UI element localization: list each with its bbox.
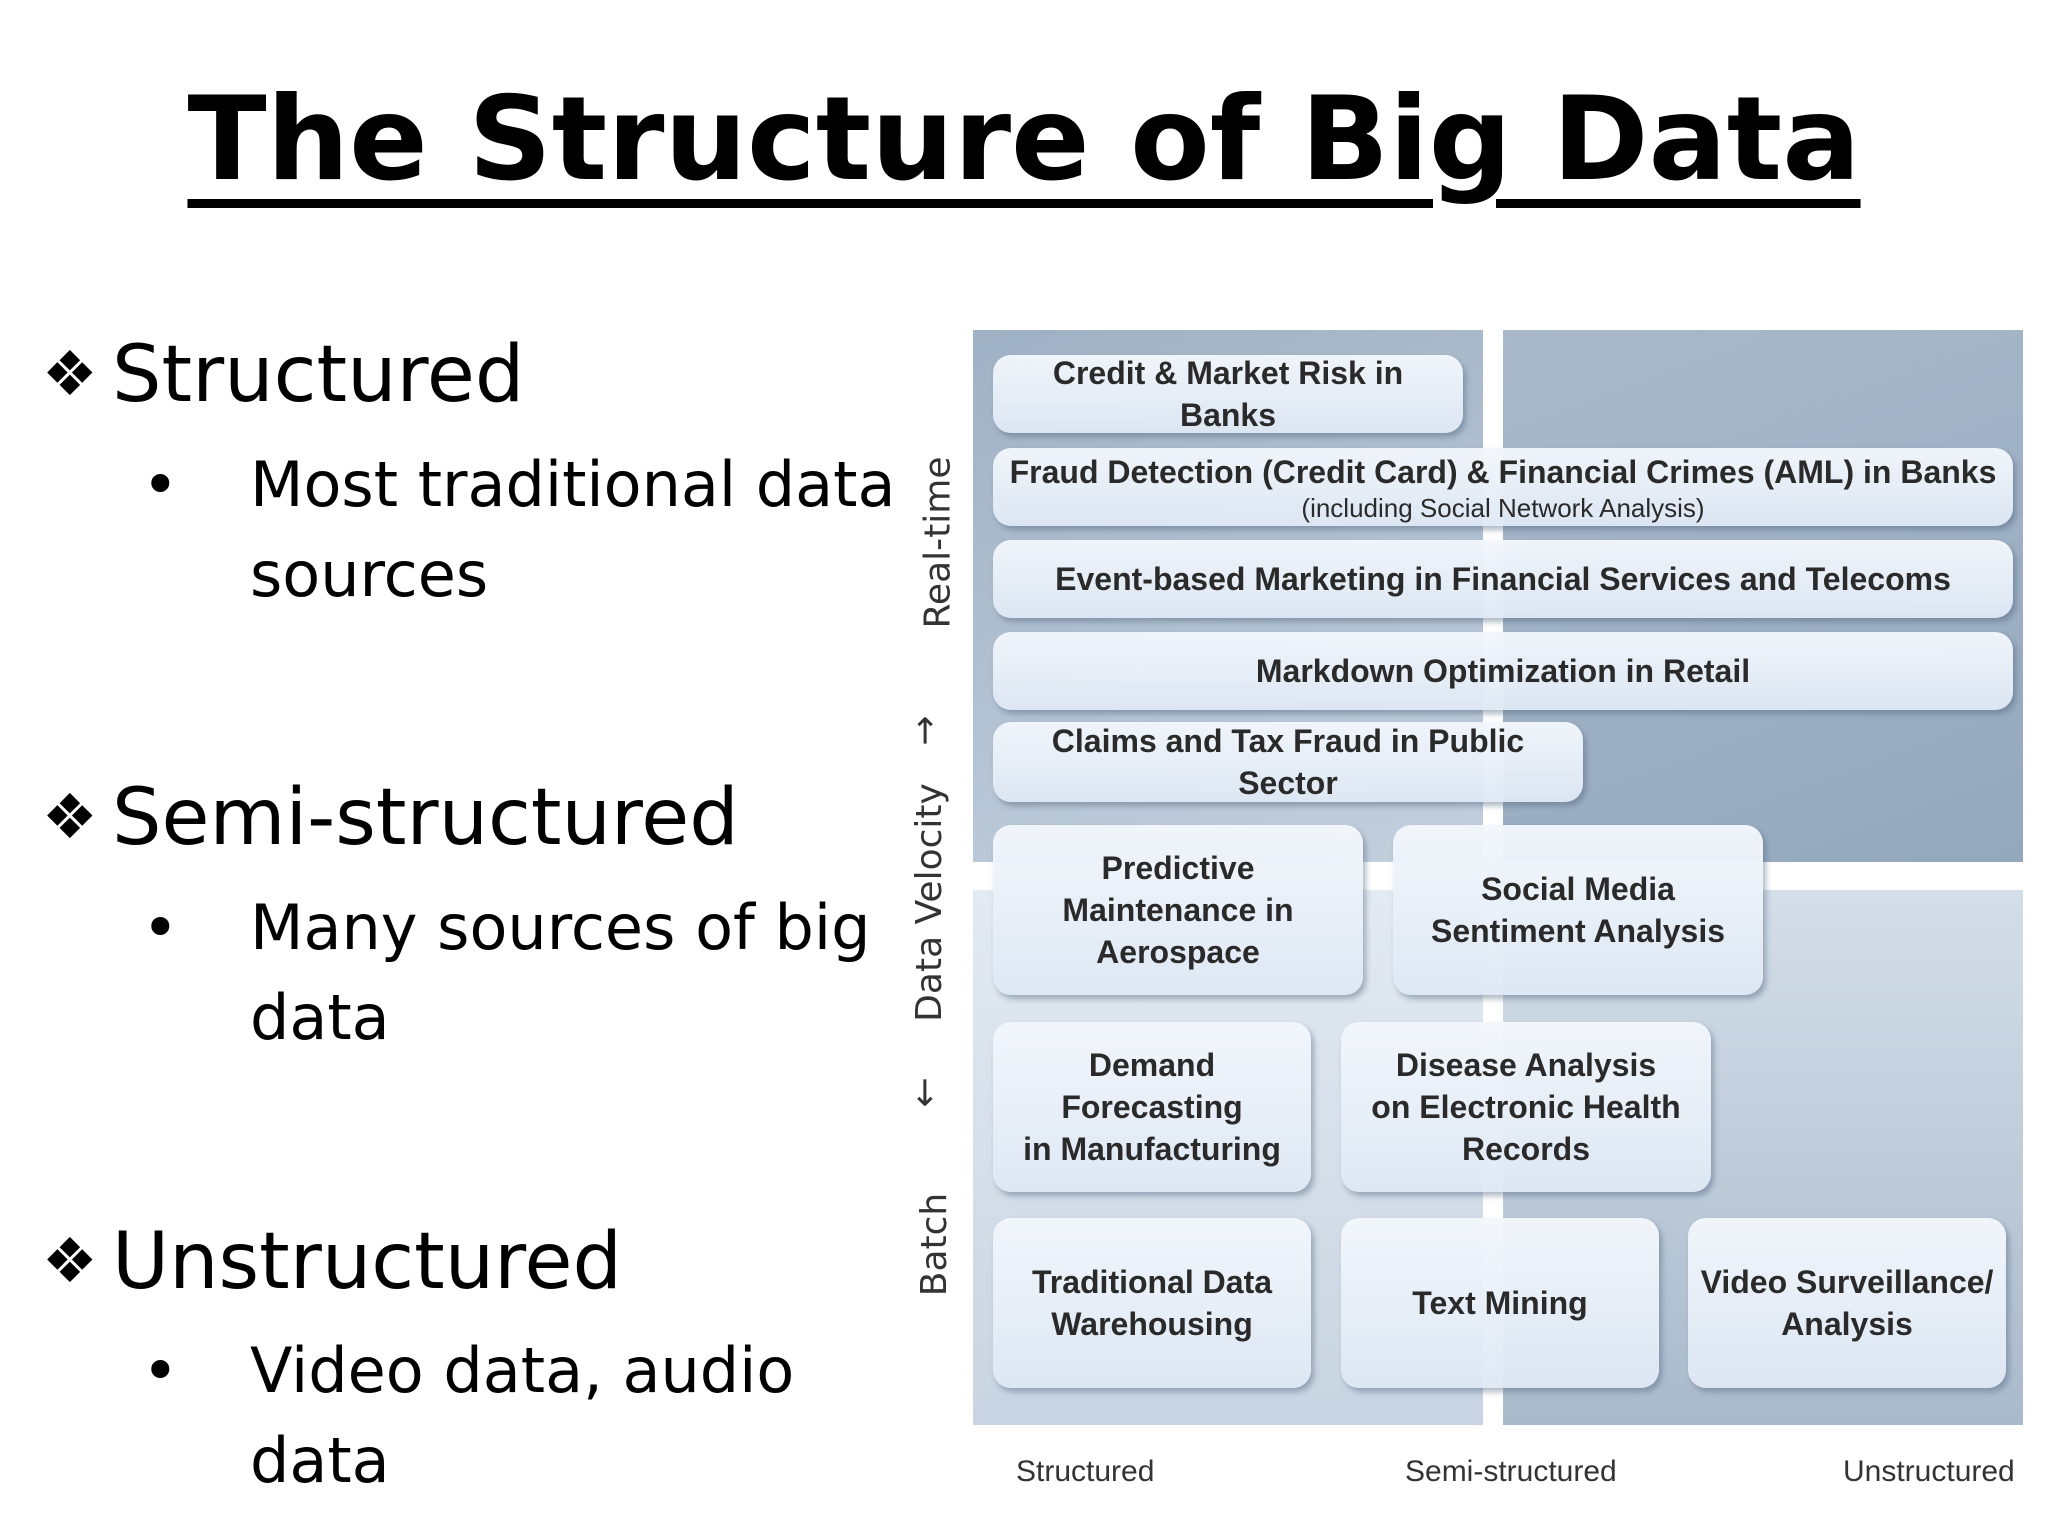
down-arrow-icon: → <box>904 1077 946 1108</box>
bullet-heading: Unstructured <box>112 1217 623 1307</box>
box-sublabel: (including Social Network Analysis) <box>1301 493 1705 523</box>
x-axis-label-structured: Structured <box>1016 1455 1155 1488</box>
bullet-semi-structured: ❖Semi-structured <box>42 771 739 864</box>
sub-bullet-unstructured: • Video data, audio data <box>142 1326 902 1506</box>
dot-bullet-icon: • <box>142 1334 179 1407</box>
box-label: Aerospace <box>1096 934 1260 970</box>
y-axis-label-real-time: Real-time <box>917 456 959 629</box>
y-axis-label-batch: Batch <box>914 1192 956 1297</box>
box-disease-analysis: Disease Analysis on Electronic Health Re… <box>1341 1022 1711 1192</box>
box-label: Credit & Market Risk in Banks <box>1052 355 1404 433</box>
box-event-based-marketing: Event-based Marketing in Financial Servi… <box>993 540 2013 618</box>
box-label: Traditional Data <box>1031 1264 1273 1300</box>
box-label: Fraud Detection (Credit Card) & Financia… <box>1009 454 1997 490</box>
box-credit-market-risk: Credit & Market Risk in Banks <box>993 355 1463 433</box>
y-axis-label-data-velocity: Data Velocity <box>908 783 950 1022</box>
box-text-mining: Text Mining <box>1341 1218 1659 1388</box>
sub-bullet-line: Video data, audio data <box>250 1334 795 1497</box>
dot-bullet-icon: • <box>142 448 179 521</box>
sub-bullet-semi-structured: • Many sources of big data <box>142 883 902 1063</box>
diamond-bullet-icon: ❖ <box>42 1224 98 1297</box>
box-label: Records <box>1461 1131 1591 1167</box>
box-label: Maintenance in <box>1062 892 1294 928</box>
box-demand-forecasting: Demand Forecasting in Manufacturing <box>993 1022 1311 1192</box>
box-label: Sentiment Analysis <box>1430 913 1725 949</box>
slide-title: The Structure of Big Data <box>0 70 2048 209</box>
bullet-heading: Semi-structured <box>112 773 739 863</box>
diamond-bullet-icon: ❖ <box>42 780 98 853</box>
sub-bullet-line: Many sources of big <box>250 891 871 964</box>
bullet-unstructured: ❖Unstructured <box>42 1215 622 1308</box>
box-video-surveillance: Video Surveillance/ Analysis <box>1688 1218 2006 1388</box>
box-claims-tax-fraud: Claims and Tax Fraud in Public Sector <box>993 722 1583 802</box>
x-axis-label-semi-structured: Semi-structured <box>1405 1455 1617 1488</box>
box-label: Predictive <box>1101 850 1255 886</box>
sub-bullet-line: sources <box>250 538 489 611</box>
box-label: Claims and Tax Fraud in Public Sector <box>1051 723 1525 801</box>
box-label: Warehousing <box>1051 1306 1253 1342</box>
x-axis-label-unstructured: Unstructured <box>1843 1455 2015 1488</box>
y-axis: Real-time → Data Velocity → Batch <box>900 300 960 1430</box>
box-label: Social Media <box>1481 871 1675 907</box>
box-label: Analysis <box>1781 1306 1913 1342</box>
box-predictive-maintenance: Predictive Maintenance in Aerospace <box>993 825 1363 995</box>
box-social-media-sentiment: Social Media Sentiment Analysis <box>1393 825 1763 995</box>
box-fraud-detection: Fraud Detection (Credit Card) & Financia… <box>993 448 2013 526</box>
slide-title-text: The Structure of Big Data <box>187 72 1861 207</box>
diamond-bullet-icon: ❖ <box>42 337 98 410</box>
big-data-diagram: Real-time → Data Velocity → Batch Credit… <box>900 300 2030 1500</box>
box-label: on Electronic Health <box>1371 1089 1681 1125</box>
box-label: Demand Forecasting <box>1061 1047 1243 1125</box>
sub-bullet-line: data <box>250 981 390 1054</box>
box-label: Event-based Marketing in Financial Servi… <box>1055 561 1951 597</box>
box-label: Text Mining <box>1412 1285 1588 1321</box>
up-arrow-icon: → <box>904 715 946 746</box>
box-label: in Manufacturing <box>1023 1131 1281 1167</box>
sub-bullet-structured: • Most traditional data sources <box>142 440 902 620</box>
box-traditional-data-warehousing: Traditional Data Warehousing <box>993 1218 1311 1388</box>
sub-bullet-line: Most traditional data <box>250 448 896 521</box>
box-label: Disease Analysis <box>1395 1047 1657 1083</box>
box-markdown-optimization: Markdown Optimization in Retail <box>993 632 2013 710</box>
bullet-structured: ❖Structured <box>42 328 524 421</box>
box-label: Markdown Optimization in Retail <box>1255 653 1751 689</box>
bullet-heading: Structured <box>112 330 525 420</box>
dot-bullet-icon: • <box>142 891 179 964</box>
box-label: Video Surveillance/ <box>1700 1264 1994 1300</box>
quadrant-grid: Credit & Market Risk in Banks Fraud Dete… <box>973 330 2023 1425</box>
